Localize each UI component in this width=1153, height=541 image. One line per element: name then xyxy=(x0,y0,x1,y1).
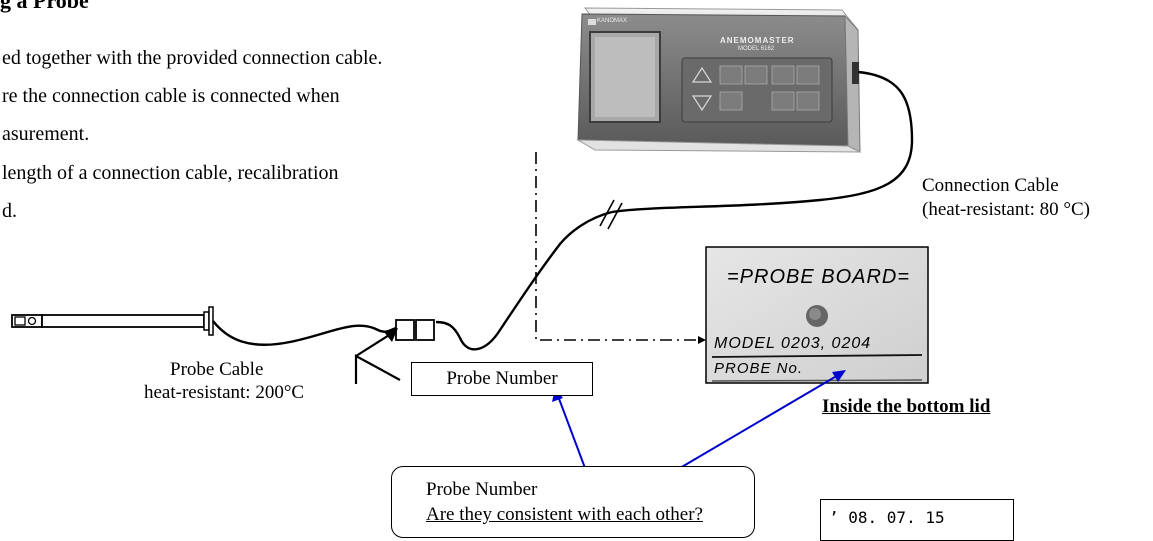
probe-number-box: Probe Number xyxy=(411,362,593,396)
probe-cable-label: Probe Cable xyxy=(170,359,264,380)
connection-cable-heat-label: (heat-resistant: 80 °C) xyxy=(922,199,1090,220)
probe-board-photo xyxy=(705,246,929,384)
intro-line-2: re the connection cable is connected whe… xyxy=(2,85,340,107)
intro-line-5: d. xyxy=(2,200,17,222)
date-box: ’ 08. 07. 15 xyxy=(820,499,1014,541)
bubble-title: Probe Number xyxy=(426,479,538,500)
section-heading: g a Probe xyxy=(0,0,89,13)
intro-line-3: asurement. xyxy=(2,123,90,145)
device-name-label: ANEMOMASTER xyxy=(720,36,795,45)
probe-board-model: MODEL 0203, 0204 xyxy=(714,335,872,352)
lid-caption: Inside the bottom lid xyxy=(822,396,991,417)
probe-connector-left xyxy=(395,319,415,341)
bubble-question: Are they consistent with each other? xyxy=(426,504,703,525)
connection-cable-upper xyxy=(611,70,914,214)
probe-connector-right xyxy=(415,319,435,341)
pointer-to-board xyxy=(679,373,841,469)
connection-cable-label: Connection Cable xyxy=(922,175,1059,196)
probe xyxy=(11,306,214,336)
device-brand-label: KANOMAX xyxy=(597,18,628,24)
device-model-label: MODEL 6162 xyxy=(738,46,775,52)
probe-cable-heat-label: heat-resistant: 200°C xyxy=(144,382,305,403)
probe-board-probe-no: PROBE No. xyxy=(714,360,804,377)
intro-line-1: ed together with the provided connection… xyxy=(2,47,383,69)
leader-line-device-to-board xyxy=(535,152,698,341)
probe-cable xyxy=(212,320,397,346)
probe-board-title: =PROBE BOARD= xyxy=(727,266,911,288)
pointer-to-probe-number xyxy=(557,395,586,469)
anemomaster-device xyxy=(576,7,861,153)
probe-number-bubble: Probe Number Are they consistent with ea… xyxy=(391,466,755,538)
connection-cable-lower xyxy=(435,210,613,351)
intro-line-4: length of a connection cable, recalibrat… xyxy=(2,162,339,184)
